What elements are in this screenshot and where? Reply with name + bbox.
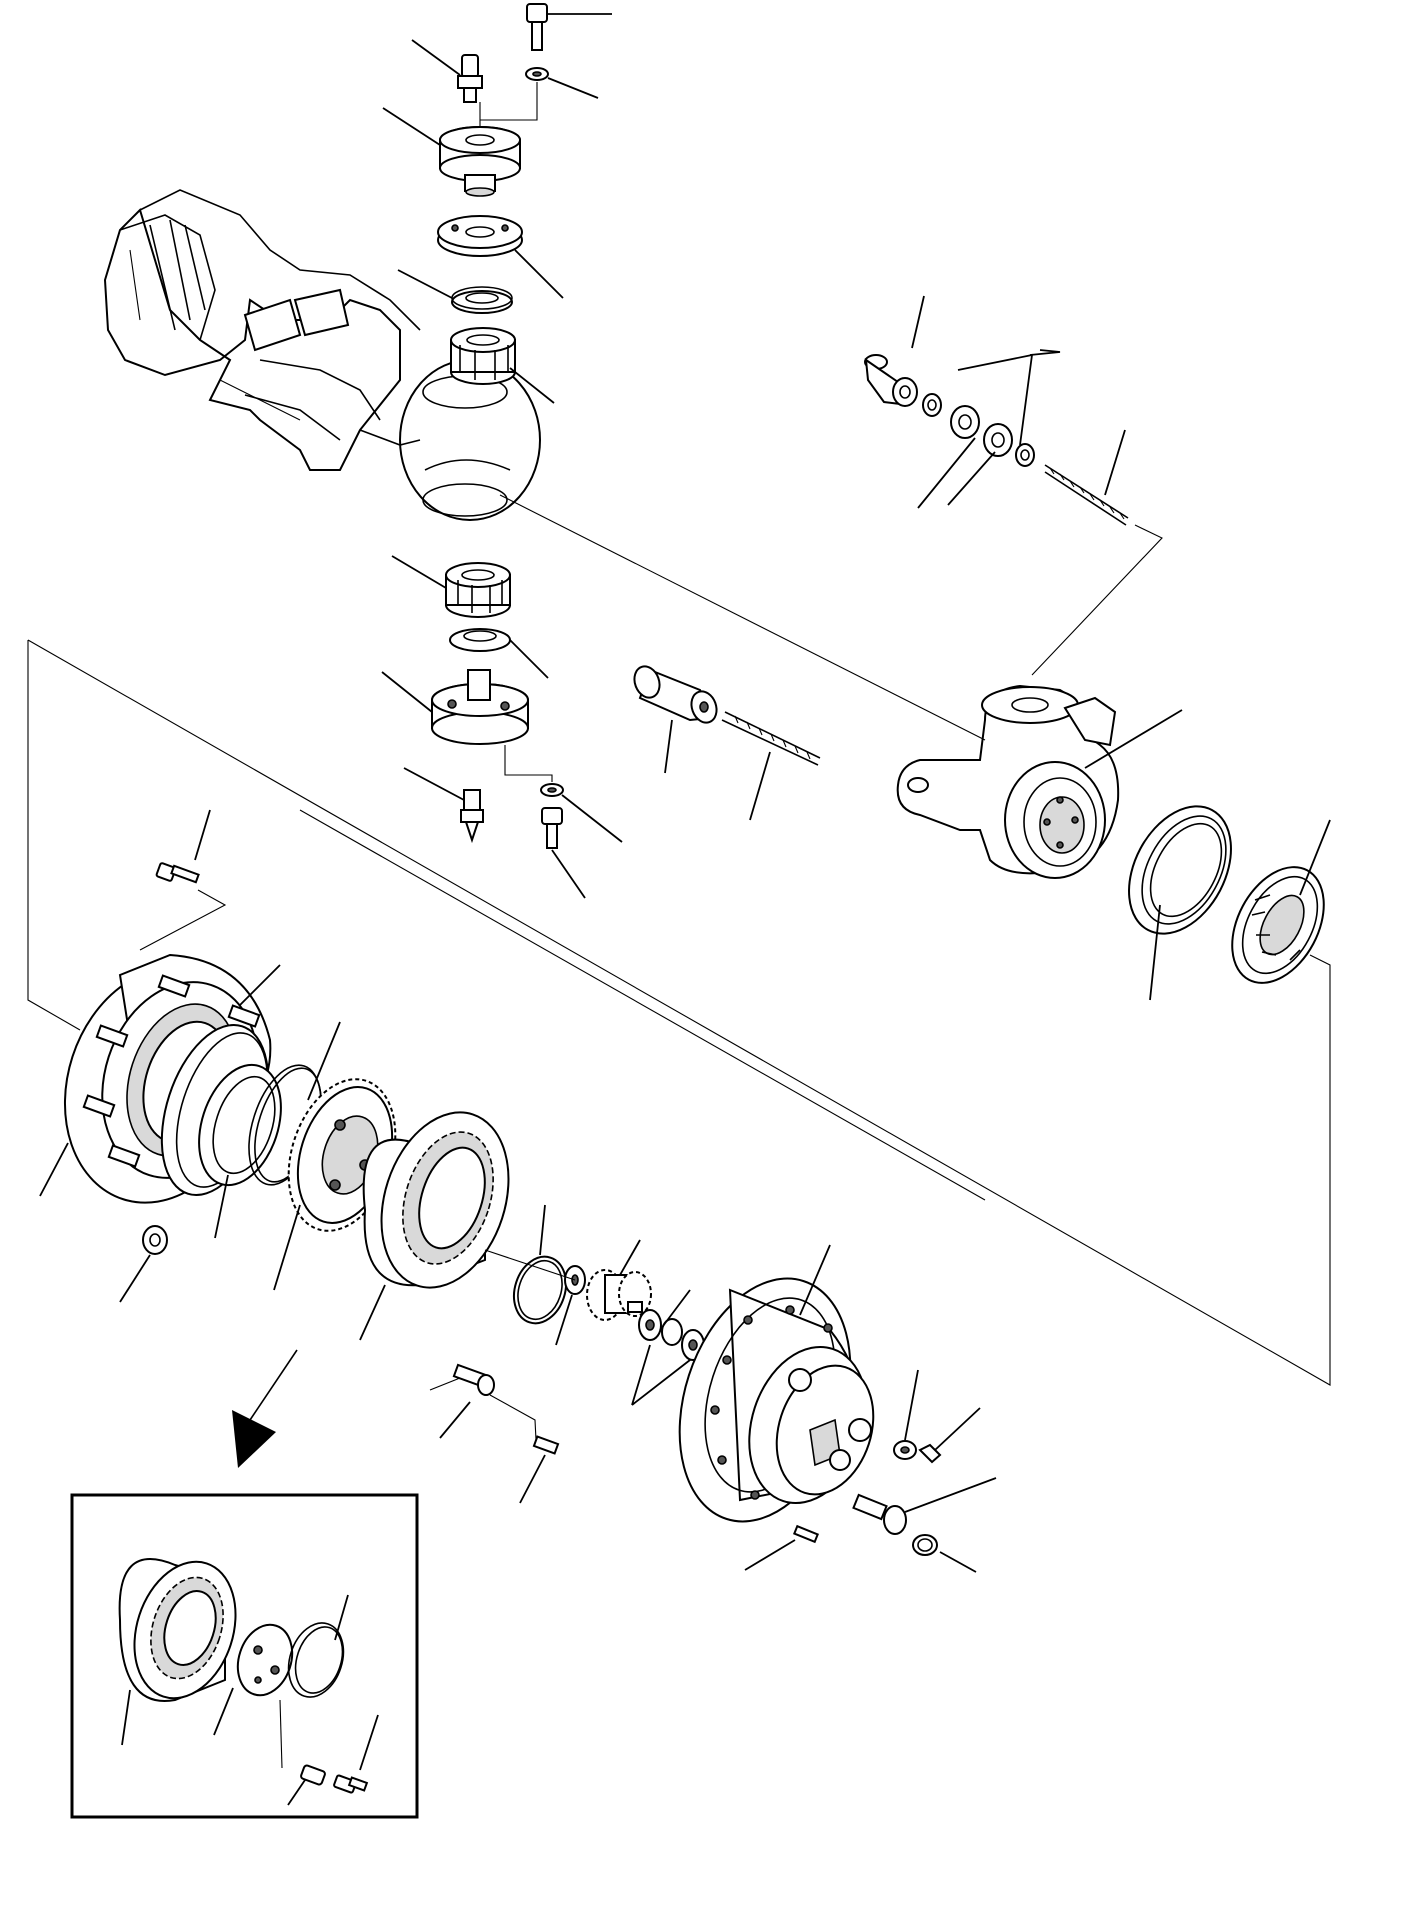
taper-bearing: [1214, 851, 1343, 998]
assembly-guide-lines: [28, 495, 1330, 1385]
callout-leaders-bottom: [40, 710, 1330, 1572]
kingpin-lower-stack: [432, 563, 563, 848]
hub-plugs-and-bolts: [430, 1365, 940, 1555]
steering-knuckle: [898, 686, 1119, 878]
hub-carrier-housing: [650, 1256, 889, 1543]
detail-arrow: [232, 1350, 297, 1468]
thrust-washer-and-o-ring: [506, 1250, 585, 1330]
needle-bearings: [639, 1310, 704, 1360]
callout-leaders-top: [382, 14, 622, 898]
center-pin-spring: [630, 663, 820, 820]
sun-gear: [587, 1270, 651, 1320]
detent-pin-assembly: [865, 296, 1162, 675]
axle-housing: [105, 190, 540, 520]
inner-bearing-race: [185, 1054, 296, 1195]
hub-seal-ring: [1108, 789, 1251, 951]
detail-inset: [72, 1495, 417, 1817]
ring-gear: [360, 1096, 530, 1304]
kingpin-upper-stack: [438, 4, 548, 384]
